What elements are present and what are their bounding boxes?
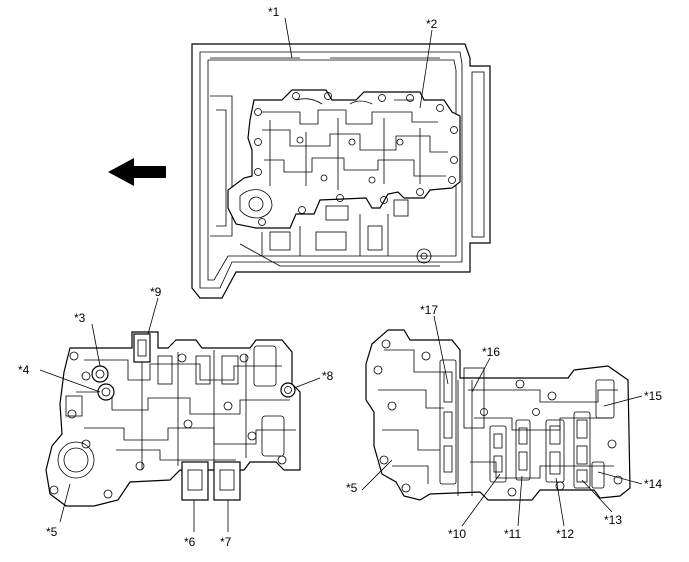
bolt-holes-top: [254, 92, 458, 226]
transmission-case: [191, 43, 491, 299]
solenoid-6: [181, 461, 209, 501]
upper-valve-body-assembly: [45, 331, 301, 507]
callout-4: *4: [18, 363, 30, 377]
callout-15: *15: [644, 389, 662, 403]
callout-5-right: *5: [346, 481, 358, 495]
callout-8: *8: [322, 369, 334, 383]
lower-valve-body-assembly: [365, 329, 631, 501]
plug-3: [91, 365, 109, 383]
callout-labels: *1 *2 *3 *4 *5 *6 *7 *8 *9 *5 *10 *11 *1…: [18, 5, 662, 549]
valve-body-top: [227, 89, 461, 264]
callout-6: *6: [184, 535, 196, 549]
callout-11: *11: [504, 527, 521, 541]
callout-10: *10: [448, 527, 466, 541]
plug-4: [97, 383, 115, 401]
callout-13: *13: [604, 513, 622, 527]
leader-lines: [39, 17, 643, 532]
callout-1: *1: [268, 5, 280, 19]
callout-9: *9: [150, 285, 162, 299]
plug-8: [280, 382, 296, 398]
callout-3: *3: [74, 311, 86, 325]
callout-5-left: *5: [46, 525, 58, 539]
callout-12: *12: [556, 527, 574, 541]
callout-14: *14: [644, 477, 662, 491]
arrow-left-icon: [108, 158, 166, 186]
callout-7: *7: [220, 535, 232, 549]
solenoid-9: [133, 333, 151, 363]
solenoid-7: [213, 461, 241, 501]
callout-17: *17: [420, 303, 438, 317]
callout-2: *2: [426, 17, 438, 31]
callout-16: *16: [482, 345, 500, 359]
